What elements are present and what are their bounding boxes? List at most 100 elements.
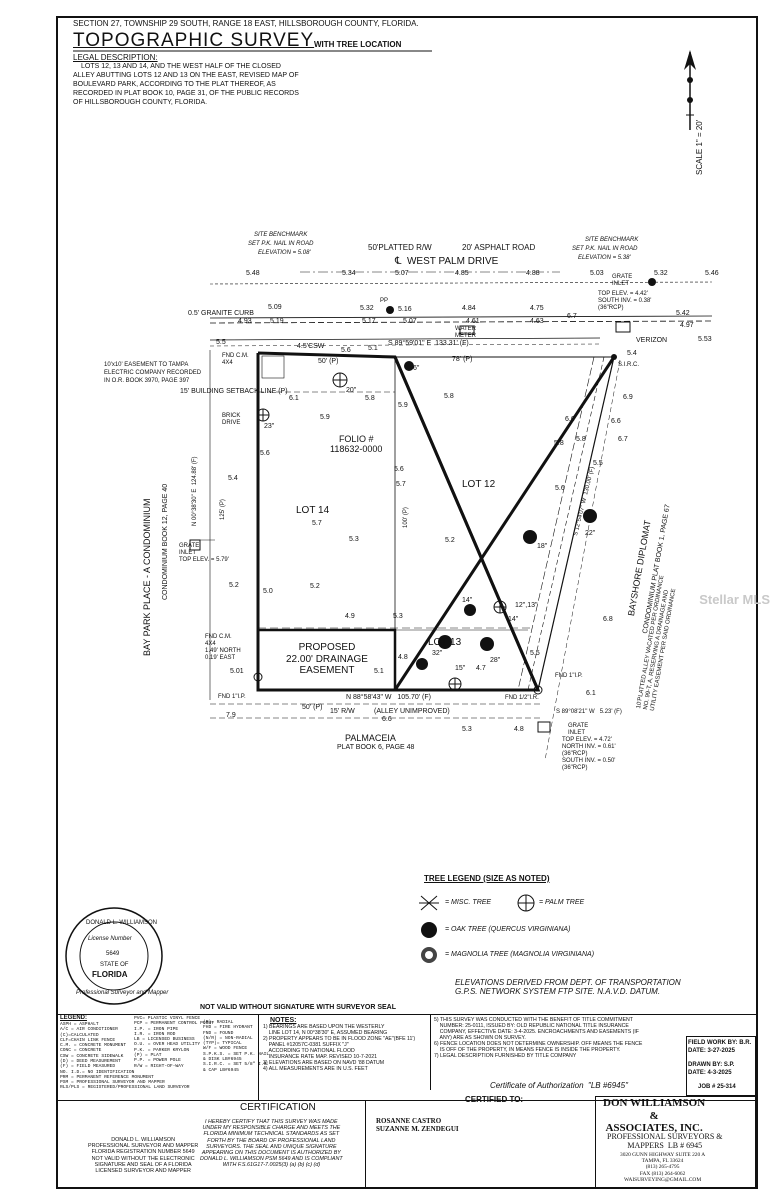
- legal-line: RECORDED IN PLAT BOOK 10, PAGE 31, OF TH…: [73, 90, 299, 97]
- certification-text: I HEREBY CERTIFY THAT THIS SURVEY WAS MA…: [200, 1119, 343, 1169]
- csw-label: 4.5'CSW: [297, 343, 325, 350]
- legal-line: BOULEVARD PARK, ACCORDING TO THE PLAT TH…: [73, 81, 276, 88]
- notes-heading: NOTES:: [270, 1017, 297, 1024]
- spot-elevation: 4.97: [680, 322, 694, 329]
- spot-elevation: 6.9: [623, 394, 633, 401]
- iron-rod-icon: [611, 354, 617, 360]
- palm-tree-icon: [448, 677, 462, 691]
- grate-inlet-icon: [615, 321, 631, 333]
- spot-elevation: 5.42: [676, 310, 690, 317]
- inlet-top-line: (36"RCP): [598, 305, 624, 311]
- legend-misc: = MISC. TREE: [445, 899, 492, 906]
- legend-col3: (R)= RADIAL FHD = FIRE HYDRANT FND = FOU…: [203, 1020, 270, 1073]
- notes-list: 1) BEARINGS ARE BASED UPON THE WESTERLY …: [263, 1024, 416, 1072]
- benchmark-right-line: SET P.K. NAIL IN ROAD: [572, 246, 638, 252]
- not-valid-warning: NOT VALID WITHOUT SIGNATURE WITH SURVEYO…: [200, 1004, 396, 1011]
- spot-elevation: 5.19: [270, 318, 284, 325]
- row-label: 50'PLATTED R/W: [368, 243, 432, 252]
- legend-heading: LEGEND:: [60, 1015, 87, 1021]
- spot-elevation: 5.34: [342, 270, 356, 277]
- palm-tree-icon: [332, 372, 348, 388]
- seal-state: FLORIDA: [92, 970, 128, 979]
- seal-number: 5649: [106, 951, 120, 957]
- legend-oak: = OAK TREE (QUERCUS VIRGINIANA): [445, 926, 571, 933]
- legal-line: ALLEY ABUTTING LOTS 12 AND 13 ON THE EAS…: [73, 72, 299, 79]
- asphalt-label: 20' ASPHALT ROAD: [462, 243, 536, 252]
- sirc-label: S.I.R.C.: [618, 362, 640, 368]
- tree-size-label: 6": [413, 365, 420, 372]
- page-title: TOPOGRAPHIC SURVEY: [73, 30, 315, 51]
- inlet-bottom-line: SOUTH INV. = 0.50': [562, 758, 616, 764]
- right-bearing: S 89°08'21" W 5.23' (F): [556, 709, 622, 715]
- tree-size-label: 28": [490, 657, 501, 664]
- spot-elevation: 4.8: [398, 654, 408, 661]
- grate-inlet-icon: [189, 539, 201, 551]
- north-bearing: S 89°59'01" E 133.31' (F): [388, 340, 469, 347]
- demolition-line: [393, 356, 616, 691]
- spot-elevation: 4.61: [466, 318, 480, 325]
- palmaceia-label: PALMACEIA: [345, 733, 396, 743]
- seal-license: License Number: [88, 936, 132, 942]
- tree-size-label: 12",13": [515, 602, 538, 609]
- oak-tree-icon: [480, 637, 494, 651]
- company-box: [595, 1096, 756, 1189]
- north-arrow-icon: [684, 50, 696, 130]
- spot-elevation: 5.07: [403, 318, 417, 325]
- spot-elevation: 5.4: [228, 475, 238, 482]
- spot-elevation: 5.5: [216, 339, 226, 346]
- drainage-easement: [256, 628, 397, 692]
- tree-size-label: 23": [264, 423, 275, 430]
- company-tagline: PROFESSIONAL SURVEYORS & MAPPERS LB # 69…: [607, 1132, 723, 1151]
- power-pole-icon: [386, 306, 394, 314]
- seal-state-of: STATE OF: [100, 962, 129, 968]
- benchmark-left-line: ELEVATION = 5.08': [258, 250, 311, 256]
- spot-elevation: 4.93: [238, 318, 252, 325]
- spot-elevation: 5.07: [395, 270, 409, 277]
- spot-elevation: 6.8: [603, 616, 613, 623]
- spot-elevation: 5.48: [246, 270, 260, 277]
- spot-elevation: 4.84: [462, 305, 476, 312]
- spot-elevation: 5.32: [360, 305, 374, 312]
- spot-elevation: 5.09: [268, 304, 282, 311]
- job-number: JOB # 25-314: [698, 1084, 736, 1090]
- tree-size-label: 18": [537, 543, 548, 550]
- granite-curb-label: 0.5' GRANITE CURB: [188, 310, 254, 317]
- south-bearing: N 88°58'43" W 105.70' (F): [346, 694, 431, 701]
- spot-elevation: 5.1: [368, 345, 378, 352]
- verizon-label: VERIZON: [636, 337, 668, 344]
- inlet-top-line: SOUTH INV. = 0.38': [598, 298, 652, 304]
- spot-elevation: 4.8: [514, 726, 524, 733]
- misc-tree-icon: [404, 361, 414, 371]
- spot-elevation: 4.7: [476, 665, 486, 672]
- spot-elevation: 5.7: [312, 520, 322, 527]
- inlet-bottom-line: (36"RCP): [562, 765, 588, 771]
- oak-tree-icon: [583, 509, 597, 523]
- palmaceia-sub: PLAT BOOK 6, PAGE 48: [337, 744, 415, 751]
- easement-note-line: IN O.R. BOOK 3970, PAGE 397: [104, 378, 190, 384]
- inlet-top-line: TOP ELEV. = 4.42': [598, 291, 648, 297]
- spot-elevation: 4.63: [530, 318, 544, 325]
- spot-elevation: 5.1: [374, 668, 384, 675]
- legend-magnolia: = MAGNOLIA TREE (MAGNOLIA VIRGINIANA): [445, 951, 595, 958]
- lot12-label: LOT 12: [462, 479, 496, 490]
- west-plat-label: 125' (P): [220, 499, 226, 520]
- road-lines: [209, 271, 713, 347]
- palm-tree-icon: [493, 600, 507, 614]
- south-row: 15' R/W: [330, 708, 355, 715]
- tree-size-label: 22": [585, 530, 596, 537]
- spot-elevation: 5.2: [229, 582, 239, 589]
- divider: [365, 1100, 366, 1188]
- seal-outer: DONALD L. WILLIAMSON: [86, 920, 158, 926]
- spot-elevation: 5.01: [230, 668, 244, 675]
- benchmark-icon: [648, 278, 656, 286]
- inlet-bottom-line: INLET: [568, 730, 586, 736]
- north-plat: 78' (P): [452, 356, 473, 363]
- spot-elevation: 5.9: [398, 402, 408, 409]
- oak-tree-icon: [464, 604, 476, 616]
- spot-elevation: 5.5: [593, 460, 603, 467]
- spot-elevation: 5.8: [444, 393, 454, 400]
- field-date: DATE: 3-27-2025: [688, 1048, 735, 1054]
- proposed-easement: PROPOSED 22.00' DRAINAGE EASEMENT: [286, 642, 368, 676]
- benchmark-right-line: SITE BENCHMARK: [585, 237, 639, 243]
- brick-drive-label: BRICK DRIVE: [222, 413, 241, 426]
